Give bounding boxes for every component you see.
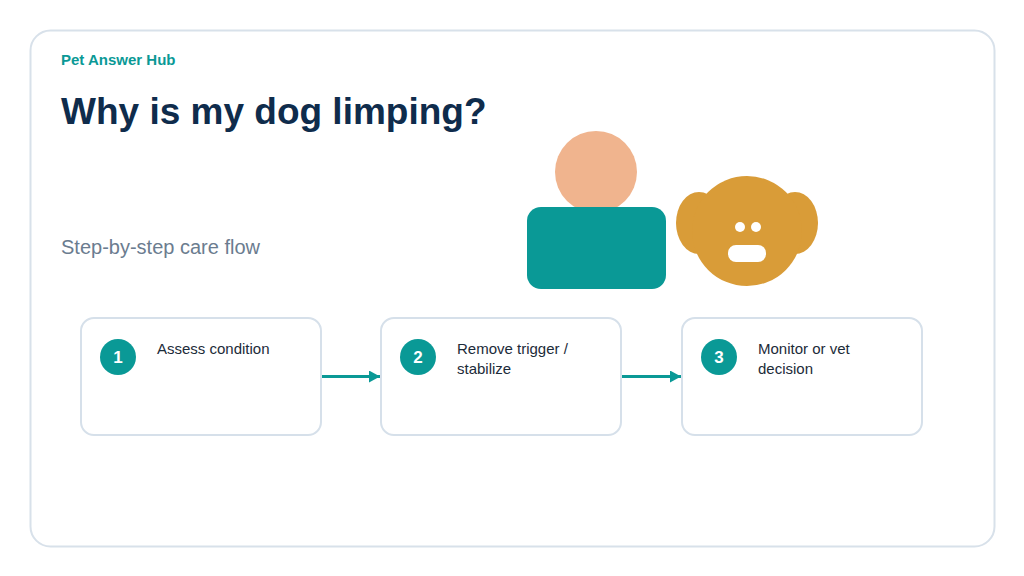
card-frame [31,31,995,547]
step-number-badge: 3 [701,339,737,375]
dog-head [692,176,802,286]
step-box: Monitor or vet decision 3 [681,317,923,436]
step-box: Assess condition 1 [80,317,322,436]
step-number-badge: 1 [100,339,136,375]
brand-label: Pet Answer Hub [61,52,175,67]
flow-arrow [622,375,681,378]
dog-mouth [728,245,766,262]
subtitle-label: Step-by-step care flow [61,237,260,257]
step-box: Remove trigger / stabilize 2 [380,317,622,436]
person-head [555,131,637,213]
page-title: Why is my dog limping? [61,93,487,130]
step-number-badge: 2 [400,339,436,375]
dog-eye [735,222,745,232]
flow-arrow [322,375,380,378]
step-label: Monitor or vet decision [758,339,890,379]
dog-eye [751,222,761,232]
person-body [527,207,666,289]
step-label: Assess condition [157,339,289,359]
step-number: 3 [714,349,723,366]
step-number: 1 [113,349,122,366]
step-label: Remove trigger / stabilize [457,339,589,379]
step-number: 2 [413,349,422,366]
